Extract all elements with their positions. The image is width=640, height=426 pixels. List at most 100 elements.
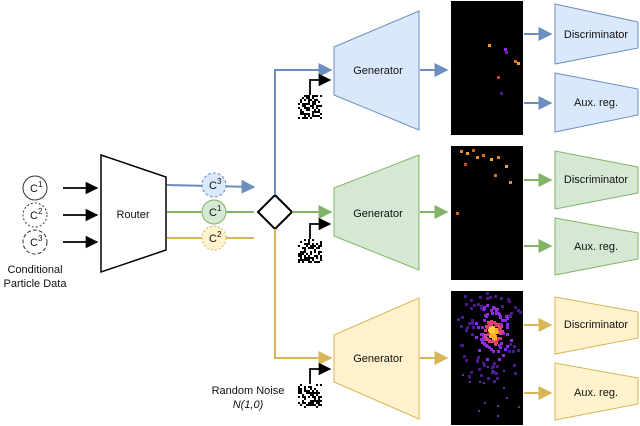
noise-cell — [320, 255, 322, 257]
noise-cell — [320, 113, 322, 115]
hit-pixel — [469, 381, 471, 383]
hit-pixel — [501, 305, 504, 308]
aux-reg-label: Aux. reg. — [574, 387, 618, 399]
hit-pixel — [495, 372, 498, 375]
input-caption-line2: Particle Data — [4, 278, 68, 290]
discriminator-label: Discriminator — [564, 319, 629, 331]
hit-pixel — [477, 326, 480, 329]
hit-pixel — [507, 298, 510, 301]
hit-pixel — [495, 341, 498, 344]
noise-cell — [302, 117, 304, 119]
hit-pixel — [495, 324, 498, 327]
noise-cell — [310, 394, 312, 396]
hit-pixel — [504, 348, 507, 351]
hit-pixel — [519, 311, 522, 314]
noise-cell — [318, 392, 320, 394]
noise-cell — [308, 392, 310, 394]
noise-cell — [306, 113, 308, 115]
hit-pixel — [492, 332, 495, 335]
noise-cell — [310, 400, 312, 402]
noise-cell — [318, 111, 320, 113]
noise-cell — [316, 257, 318, 259]
noise-cell — [314, 109, 316, 111]
hit-pixel — [514, 372, 517, 375]
hit-pixel — [495, 312, 498, 315]
noise-cell — [298, 107, 300, 109]
hit-pixel — [496, 365, 499, 368]
shower-image-blue — [451, 1, 523, 135]
noise-cell — [320, 245, 322, 247]
noise-cell — [308, 261, 310, 263]
hit-pixel — [491, 312, 494, 315]
hit-pixel — [497, 405, 499, 407]
hit-pixel — [494, 335, 497, 338]
noise-cell — [312, 400, 314, 402]
noise-cell — [312, 101, 314, 103]
hit-pixel — [471, 333, 474, 336]
hit-pixel — [460, 325, 463, 328]
noise-pattern-icon — [298, 239, 322, 263]
hit-pixel — [466, 326, 469, 329]
noise-cell — [316, 247, 318, 249]
noise-cell — [310, 253, 312, 255]
generator-label: Generator — [353, 353, 403, 365]
noise-cell — [304, 402, 306, 404]
noise-cell — [300, 257, 302, 259]
discriminator-block-gold — [554, 296, 639, 355]
noise-cell — [304, 99, 306, 101]
hit-pixel — [477, 356, 480, 359]
input-c2-node: C2 — [22, 202, 48, 228]
shower-image-green — [451, 146, 523, 280]
noise-cell — [298, 261, 300, 263]
hit-pixel — [486, 297, 489, 300]
noise-cell — [320, 404, 322, 406]
hit-pixel — [492, 306, 495, 309]
noise-cell — [304, 259, 306, 261]
hit-pixel — [495, 330, 498, 333]
noise-cell — [312, 390, 314, 392]
noise-cell — [316, 390, 318, 392]
hit-pixel — [493, 380, 496, 383]
hit-pixel — [506, 333, 509, 336]
hit-pixel — [470, 307, 473, 310]
noise-cell — [306, 253, 308, 255]
noise-cell — [314, 396, 316, 398]
hit-pixel — [498, 313, 501, 316]
noise-cell — [320, 384, 322, 386]
noise-cell — [316, 111, 318, 113]
hit-pixel — [490, 158, 493, 161]
noise-cell — [308, 113, 310, 115]
noise-cell — [310, 402, 312, 404]
noise-cell — [312, 396, 314, 398]
svg-text:C3: C3 — [209, 177, 222, 192]
noise-cell — [298, 245, 300, 247]
noise-cell — [320, 105, 322, 107]
input-c3-node: C3 — [22, 229, 48, 255]
hit-pixel — [497, 328, 500, 331]
svg-text:C1: C1 — [30, 180, 43, 195]
noise-cell — [310, 261, 312, 263]
hit-pixel — [480, 305, 483, 308]
noise-cell — [302, 103, 304, 105]
discriminator-block-green — [554, 150, 639, 210]
noise-cell — [310, 404, 312, 406]
hit-pixel — [468, 322, 471, 325]
hit-pixel — [517, 62, 520, 65]
hit-pixel — [489, 335, 492, 338]
noise-cell — [318, 115, 320, 117]
noise-cell — [306, 404, 308, 406]
hit-pixel — [506, 323, 509, 326]
hit-pixel — [492, 350, 495, 353]
hit-pixel — [503, 387, 505, 389]
noise-cell — [314, 255, 316, 257]
noise-cell — [320, 396, 322, 398]
noise-cell — [314, 249, 316, 251]
noise-cell — [308, 103, 310, 105]
noise-cell — [304, 386, 306, 388]
generator-label: Generator — [353, 65, 403, 77]
noise-cell — [304, 390, 306, 392]
router-label: Router — [116, 209, 149, 221]
noise-cell — [312, 404, 314, 406]
noise-cell — [312, 97, 314, 99]
noise-cell — [304, 117, 306, 119]
